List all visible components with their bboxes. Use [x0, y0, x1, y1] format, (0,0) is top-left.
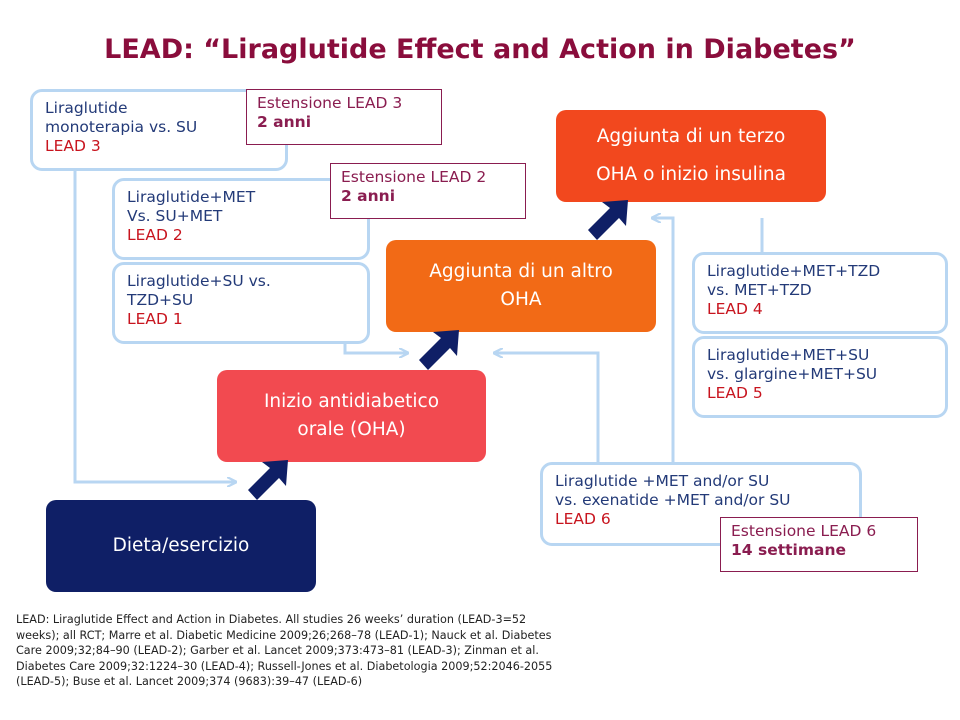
- stage-label: Dieta/esercizio: [112, 535, 250, 556]
- trial-label: LEAD 1: [127, 310, 183, 328]
- step-up-arrow-icon: [248, 460, 288, 500]
- stage-label: orale (OHA): [297, 419, 406, 440]
- stage-label: Aggiunta di un terzo: [596, 126, 786, 147]
- extension-box-lead3: Estensione LEAD 3 2 anni: [246, 89, 442, 145]
- trial-line: Vs. SU+MET: [127, 207, 223, 225]
- extension-box-lead6: Estensione LEAD 6 14 settimane: [720, 517, 918, 572]
- stage-label: Inizio antidiabetico: [263, 391, 440, 412]
- extension-label: Estensione LEAD 2: [341, 168, 487, 186]
- stage-label: Aggiunta di un altro: [429, 261, 613, 282]
- trial-line: Liraglutide+MET+SU: [707, 346, 870, 364]
- trial-box-lead2: Liraglutide+MET Vs. SU+MET LEAD 2: [112, 178, 370, 260]
- stage-label: OHA: [500, 289, 542, 310]
- footnote-line: Diabetes Care 2009;32:1224–30 (LEAD-4); …: [16, 659, 553, 673]
- extension-label: Estensione LEAD 3: [257, 94, 403, 112]
- connector-lead6-altro: [494, 353, 600, 462]
- trial-box-lead5: Liraglutide+MET+SU vs. glargine+MET+SU L…: [692, 336, 948, 418]
- connector-lead6-terzo: [652, 218, 675, 462]
- footnote-line: Care 2009;32;84–90 (LEAD-2); Garber et a…: [16, 644, 539, 657]
- trial-line: Liraglutide+SU vs.: [127, 272, 271, 290]
- trial-line: TZD+SU: [127, 291, 194, 309]
- step-up-arrow-icon: [419, 330, 459, 370]
- trial-line: Liraglutide: [45, 99, 128, 117]
- trial-line: vs. exenatide +MET and/or SU: [555, 491, 791, 509]
- trial-box-lead3: Liraglutide monoterapia vs. SU LEAD 3: [30, 89, 288, 171]
- trial-label: LEAD 4: [707, 300, 763, 318]
- footnote-line: weeks); all RCT; Marre et al. Diabetic M…: [16, 628, 552, 642]
- extension-duration: 2 anni: [341, 187, 396, 205]
- trial-label: LEAD 5: [707, 384, 763, 402]
- slide-title: LEAD: “Liraglutide Effect and Action in …: [104, 34, 856, 65]
- extension-label: Estensione LEAD 6: [731, 522, 877, 540]
- trial-line: Liraglutide+MET+TZD: [707, 262, 881, 280]
- footnote-line: (LEAD-5); Buse et al. Lancet 2009;374 (9…: [16, 675, 363, 688]
- connector-lead3: [73, 170, 236, 482]
- trial-line: Liraglutide+MET: [127, 188, 256, 206]
- step-up-arrow-icon: [588, 200, 628, 240]
- trial-line: vs. glargine+MET+SU: [707, 365, 878, 383]
- extension-box-lead2: Estensione LEAD 2 2 anni: [330, 163, 526, 219]
- footnote-line: LEAD: Liraglutide Effect and Action in D…: [16, 613, 527, 626]
- footnote-references: LEAD: Liraglutide Effect and Action in D…: [16, 612, 716, 690]
- extension-duration: 2 anni: [257, 113, 312, 131]
- trial-box-lead4: Liraglutide+MET+TZD vs. MET+TZD LEAD 4: [692, 252, 948, 334]
- stage-aggiunta-terzo-oha: Aggiunta di un terzo OHA o inizio insuli…: [556, 110, 826, 202]
- extension-duration: 14 settimane: [731, 541, 846, 559]
- trial-label: LEAD 3: [45, 137, 101, 155]
- trial-line: Liraglutide +MET and/or SU: [555, 472, 770, 490]
- trial-label: LEAD 6: [555, 510, 611, 528]
- stage-inizio-oha: Inizio antidiabetico orale (OHA): [217, 370, 486, 462]
- trial-line: vs. MET+TZD: [707, 281, 812, 299]
- stage-aggiunta-altro-oha: Aggiunta di un altro OHA: [386, 240, 656, 332]
- trial-label: LEAD 2: [127, 226, 183, 244]
- trial-line: monoterapia vs. SU: [45, 118, 198, 136]
- stage-label: OHA o inizio insulina: [596, 164, 786, 185]
- stage-dieta-esercizio: Dieta/esercizio: [46, 500, 316, 592]
- trial-box-lead1: Liraglutide+SU vs. TZD+SU LEAD 1: [112, 262, 370, 344]
